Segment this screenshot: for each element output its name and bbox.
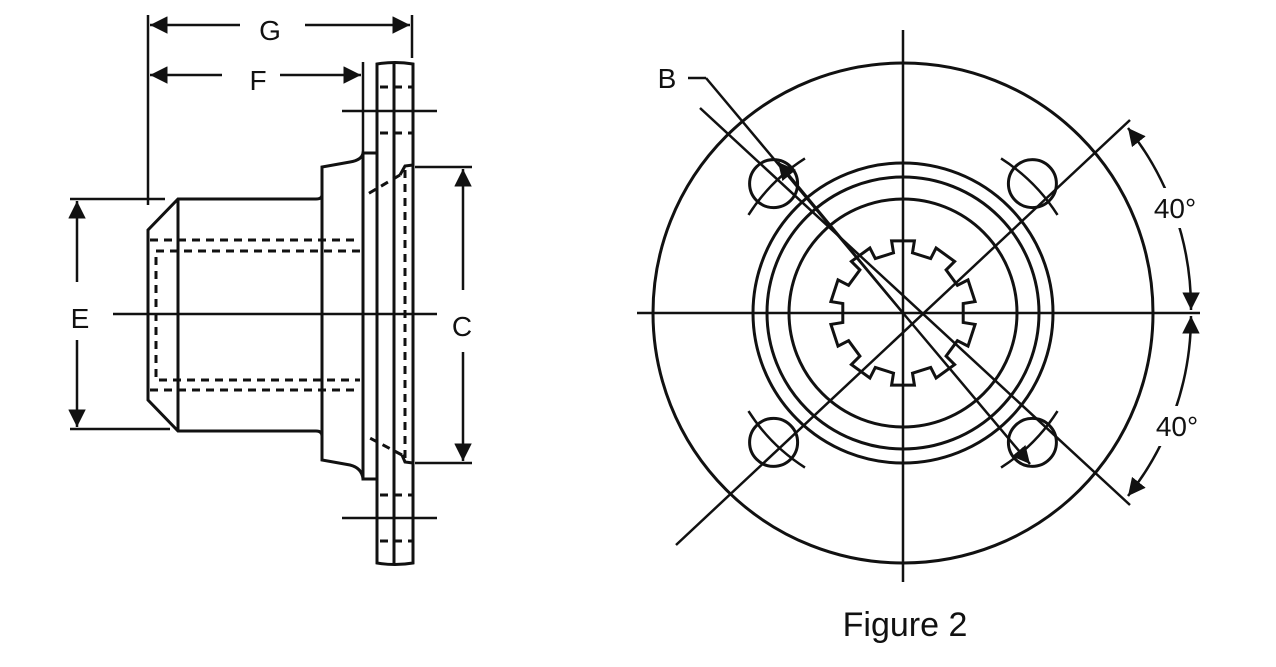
bolt-circle-arc [1000,157,1059,216]
bolt-hole [1006,416,1058,468]
bolt-hole [748,416,800,468]
angle-label-bottom: 40° [1156,411,1198,442]
bolt-circle-arc [747,410,806,469]
spline-bore [828,239,978,387]
dimension-label-e: E [71,303,90,334]
bolt-circle-arc [747,157,806,216]
dimension-label-g: G [259,15,281,46]
front-view: B 40° 40° [637,30,1206,582]
bolt-hole [1006,158,1058,210]
bolt-circle-arc [1000,410,1059,469]
side-view: G F E [68,15,472,566]
dimension-label-f: F [249,65,266,96]
label-b: B [658,63,677,94]
figure-caption: Figure 2 [843,606,968,644]
dimension-label-c: C [452,311,472,342]
angle-label-top: 40° [1154,193,1196,224]
